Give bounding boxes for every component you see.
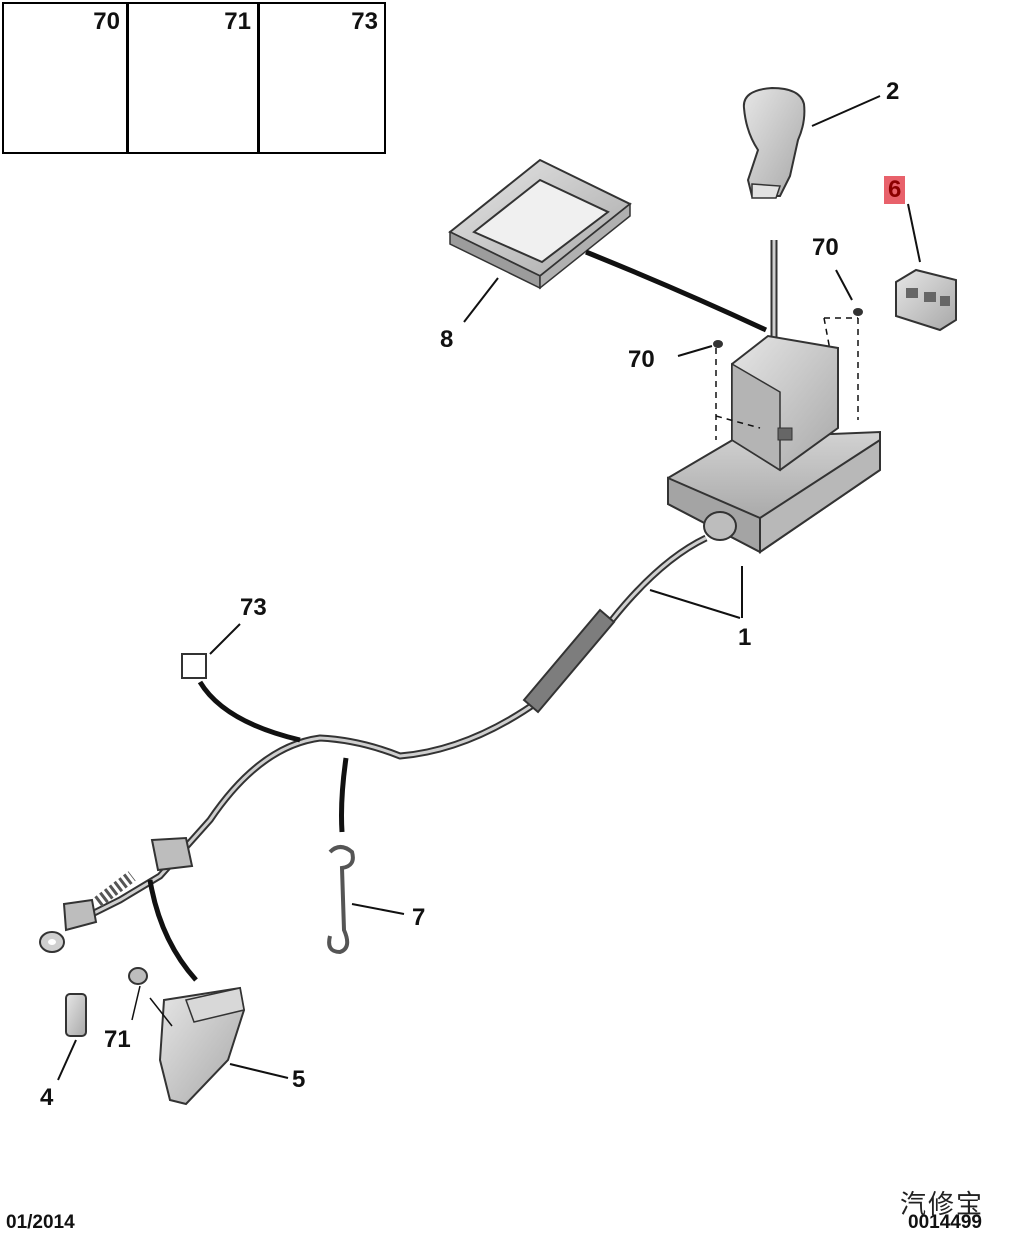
callout-70-left: 70 <box>628 346 655 373</box>
shift-boot-frame <box>448 158 768 333</box>
shifter-housing <box>667 240 881 554</box>
footer-ref-code: 0014499 <box>908 1212 982 1233</box>
callout-2: 2 <box>886 78 900 105</box>
clip-reference-square <box>181 653 207 679</box>
callout-73: 73 <box>240 594 267 621</box>
reference-label: 71 <box>224 8 251 35</box>
reference-label: 73 <box>351 8 378 35</box>
callout-71: 71 <box>104 1026 131 1053</box>
reference-box-nut: 70 <box>2 2 128 154</box>
ball-joint <box>57 993 87 1081</box>
footer-date: 01/2014 <box>6 1212 75 1233</box>
callout-6: 6 <box>884 176 906 204</box>
gear-knob <box>742 86 881 199</box>
watermark-logo: 汽修宝 <box>900 1190 985 1220</box>
cable-bracket <box>128 967 289 1106</box>
reference-label: 70 <box>93 8 120 35</box>
callout-5: 5 <box>292 1066 306 1093</box>
callout-4: 4 <box>40 1084 54 1111</box>
switch-module <box>895 203 957 332</box>
retaining-spring <box>327 845 405 955</box>
reference-box-clip: 73 <box>258 2 386 154</box>
shift-cable <box>39 534 743 982</box>
callout-8: 8 <box>440 326 454 353</box>
callout-7: 7 <box>412 904 426 931</box>
callout-70-top: 70 <box>812 234 839 261</box>
reference-box-bolt: 71 <box>127 2 259 154</box>
callout-1: 1 <box>738 624 752 651</box>
